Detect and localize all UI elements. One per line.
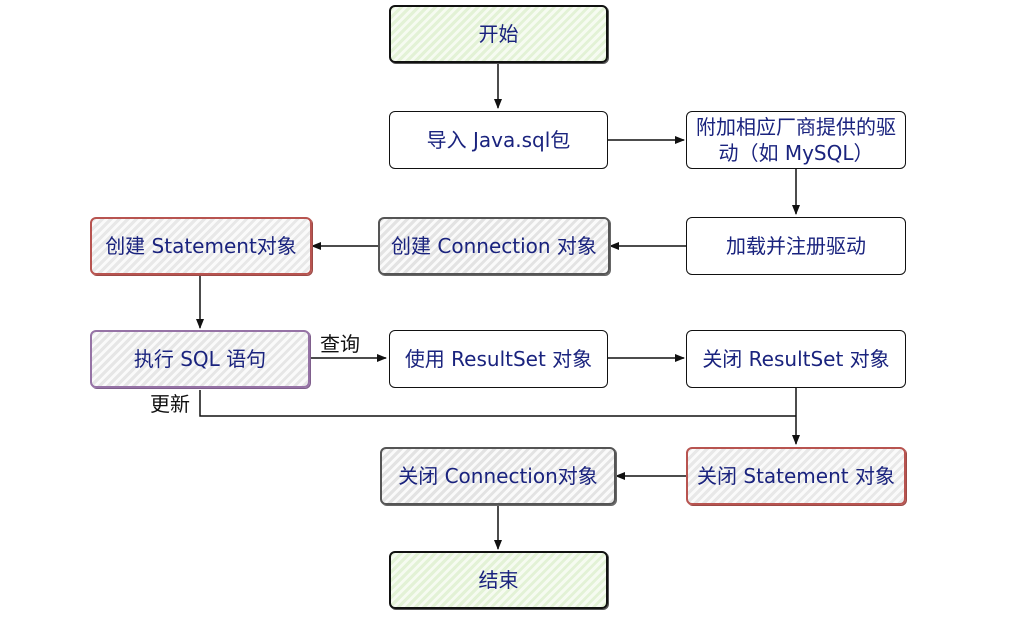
end-label: 结束 (478, 568, 519, 592)
close-resultset-label: 关闭 ResultSet 对象 (702, 347, 890, 371)
import-sql-label: 导入 Java.sql包 (426, 128, 571, 152)
load-driver-label: 加载并注册驱动 (726, 234, 866, 258)
query-edge-label: 查询 (320, 332, 360, 356)
attach-driver-label: 附加相应厂商提供的驱动（如 MySQL） (696, 115, 896, 165)
edge-update-path (199, 390, 796, 417)
create-connection-label: 创建 Connection 对象 (391, 234, 597, 258)
create-connection-node[interactable]: 创建 Connection 对象 (378, 217, 610, 275)
load-driver-node[interactable]: 加载并注册驱动 (686, 217, 906, 275)
execute-sql-label: 执行 SQL 语句 (133, 347, 267, 371)
use-resultset-node[interactable]: 使用 ResultSet 对象 (389, 330, 608, 388)
create-statement-node[interactable]: 创建 Statement对象 (90, 217, 312, 275)
close-statement-node[interactable]: 关闭 Statement 对象 (686, 447, 906, 505)
use-resultset-label: 使用 ResultSet 对象 (404, 347, 593, 371)
import-sql-node[interactable]: 导入 Java.sql包 (389, 111, 608, 169)
close-statement-label: 关闭 Statement 对象 (697, 464, 895, 488)
execute-sql-node[interactable]: 执行 SQL 语句 (90, 330, 310, 388)
close-connection-node[interactable]: 关闭 Connection对象 (380, 447, 616, 505)
start-node[interactable]: 开始 (389, 5, 608, 63)
close-resultset-node[interactable]: 关闭 ResultSet 对象 (686, 330, 906, 388)
create-statement-label: 创建 Statement对象 (105, 234, 297, 258)
attach-driver-node[interactable]: 附加相应厂商提供的驱动（如 MySQL） (686, 111, 906, 169)
start-label: 开始 (478, 22, 519, 46)
close-connection-label: 关闭 Connection对象 (398, 464, 598, 488)
end-node[interactable]: 结束 (389, 551, 608, 609)
update-edge-label: 更新 (150, 392, 190, 416)
